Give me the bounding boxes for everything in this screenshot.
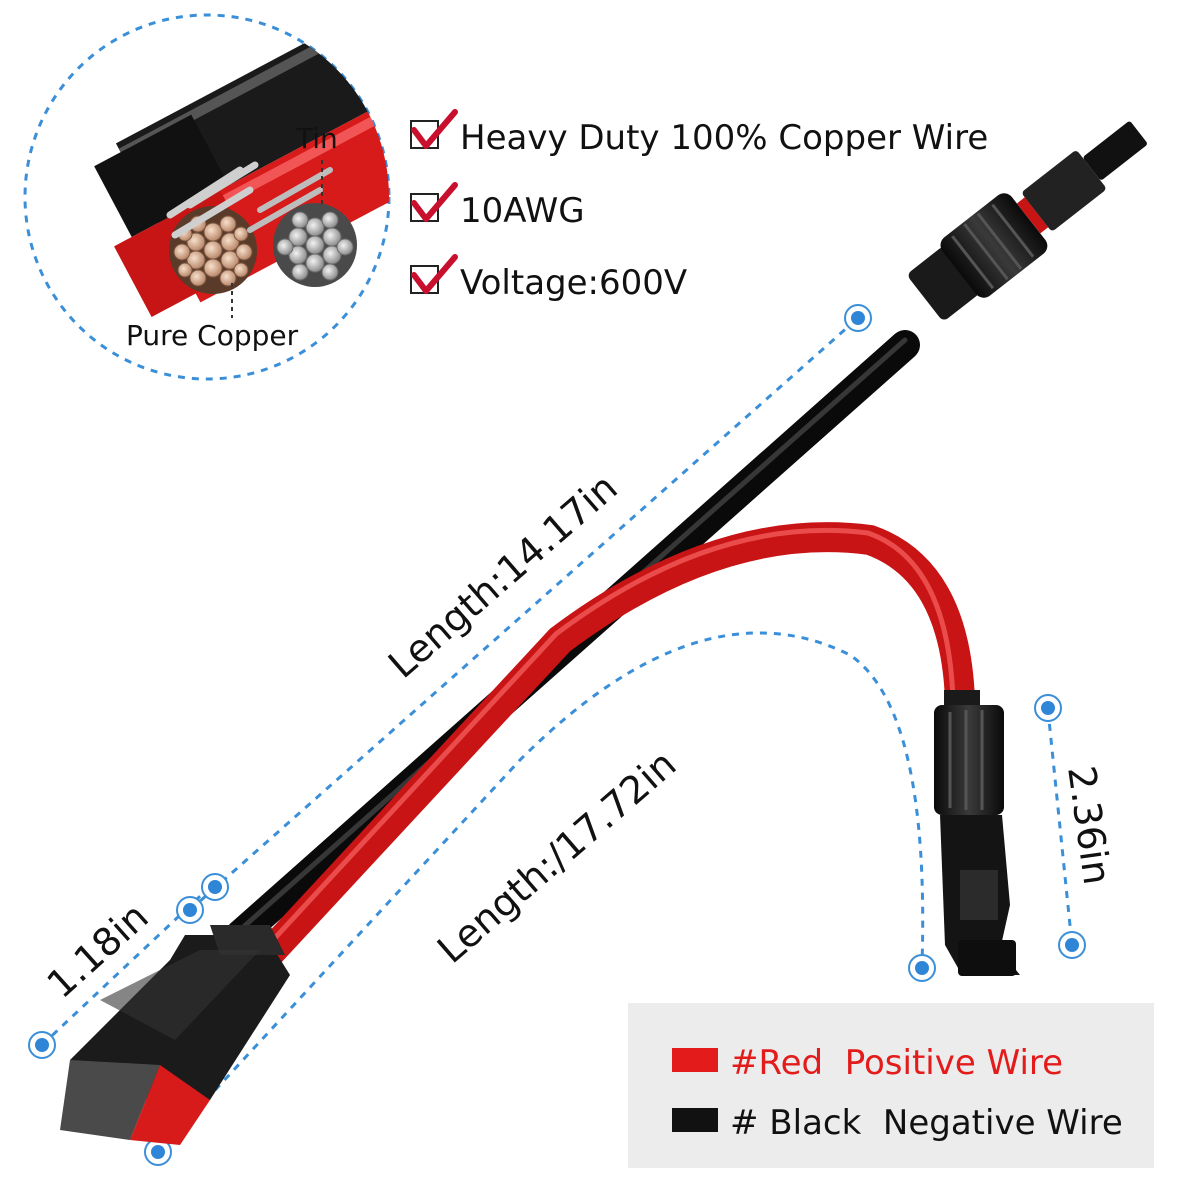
- endpoint-marker: [1034, 694, 1062, 722]
- feature-item: Voltage:600V: [410, 254, 687, 303]
- anderson-connector: [60, 925, 290, 1145]
- black-length-line: [189, 316, 859, 912]
- red-check-icon: [411, 109, 458, 149]
- feature-list: Heavy Duty 100% Copper Wire 10AWG Voltag…: [410, 109, 988, 303]
- mc4-connector-male: [908, 121, 1147, 320]
- copper-strands-icon: [169, 206, 257, 294]
- endpoint-marker: [28, 1031, 56, 1059]
- mc4-connector-female: [934, 690, 1020, 976]
- inset-label-copper: Pure Copper: [126, 319, 299, 352]
- mc4-dimension-line: [1046, 709, 1074, 946]
- legend-box: #Red Positive Wire # Black Negative Wire: [628, 1003, 1154, 1168]
- black-swatch: [672, 1108, 718, 1132]
- endpoint-marker: [844, 304, 872, 332]
- tin-strands-icon: [247, 167, 357, 287]
- legend-red-text: #Red Positive Wire: [730, 1043, 1063, 1083]
- endpoint-marker: [176, 896, 204, 924]
- inset-wire-detail: Tin Pure Copper: [23, 13, 391, 381]
- red-swatch: [672, 1048, 718, 1072]
- feature-item: Heavy Duty 100% Copper Wire: [410, 109, 988, 158]
- dimension-endpoints: [28, 304, 1086, 1166]
- red-check-icon: [411, 254, 458, 294]
- legend-black-text: # Black Negative Wire: [730, 1103, 1123, 1143]
- legend-item-red: #Red Positive Wire: [672, 1043, 1063, 1083]
- red-check-icon: [411, 182, 458, 222]
- legend-item-black: # Black Negative Wire: [672, 1103, 1123, 1143]
- feature-text: 10AWG: [460, 191, 585, 231]
- label-black-length: Length:14.17in: [380, 465, 626, 687]
- label-red-length: Length:/17.72in: [429, 742, 684, 972]
- endpoint-marker: [1058, 931, 1086, 959]
- anderson-dimension-line: [40, 883, 214, 1047]
- label-mc4-size: 2.36in: [1059, 763, 1119, 887]
- feature-text: Heavy Duty 100% Copper Wire: [460, 118, 988, 158]
- dimension-lines: [40, 316, 1074, 1154]
- red-wire: [250, 522, 975, 973]
- feature-text: Voltage:600V: [460, 263, 687, 303]
- strand-bundle: [166, 161, 259, 239]
- feature-item: 10AWG: [410, 182, 585, 231]
- endpoint-marker: [201, 873, 229, 901]
- inset-label-tin: Tin: [295, 122, 338, 155]
- endpoint-marker: [908, 954, 936, 982]
